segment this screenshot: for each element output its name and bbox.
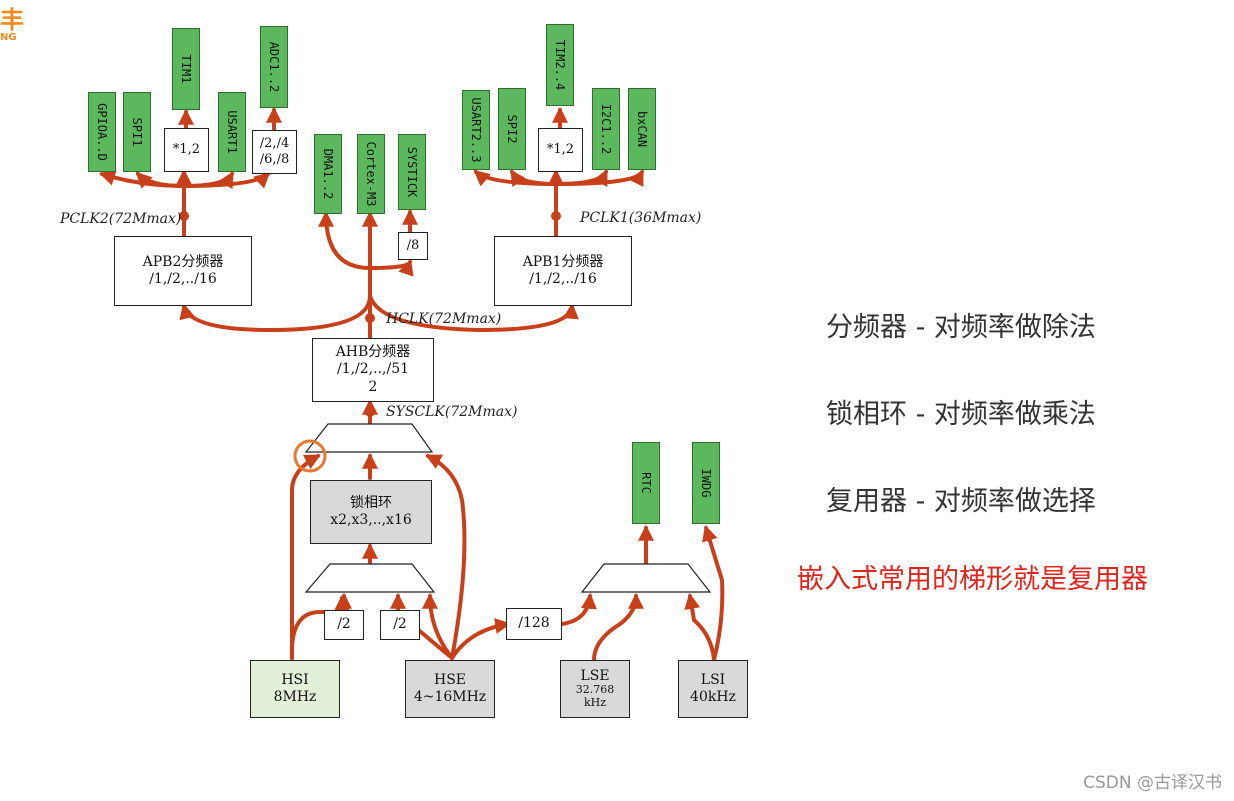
junction-hclk [365, 313, 375, 323]
apb2-prescaler: APB2分频器 /1,/2,../16 [114, 236, 252, 306]
hsi-source: HSI 8MHz [250, 660, 340, 718]
watermark: CSDN @古译汉书 [1083, 773, 1222, 793]
wire-hub-to-sysdiv [368, 258, 414, 277]
wire-hub-to-dma [318, 210, 372, 270]
note-divider: 分频器 - 对频率做除法 [826, 312, 1096, 343]
wire-hub-to-apb2 [179, 294, 372, 333]
periph-tim2: TIM2..4 [546, 24, 574, 106]
apb1-prescaler: APB1分频器 /1,/2,../16 [494, 236, 632, 306]
tim1-multiplier: *1,2 [164, 128, 209, 172]
hse-source: HSE 4~16MHz [405, 660, 495, 718]
periph-bxcan: bxCAN [628, 88, 656, 170]
periph-cortex: Cortex-M3 [357, 134, 385, 214]
periph-usart2: USART2..3 [462, 90, 490, 170]
hse-128-divider: /128 [506, 608, 562, 640]
adc-prescaler: /2,/4 /6,/8 [252, 130, 297, 174]
periph-spi2: SPI2 [498, 88, 526, 170]
pll-title: 锁相环 [350, 494, 392, 511]
note-mux: 复用器 - 对频率做选择 [826, 486, 1096, 517]
periph-gpio: GPIOA..D [88, 92, 116, 172]
wire-to-adcdiv [182, 171, 271, 189]
periph-spi1: SPI1 [123, 92, 151, 172]
note-trapezoid: 嵌入式常用的梯形就是复用器 [797, 564, 1148, 595]
pll-box: 锁相环 x2,x3,..,x16 [310, 480, 432, 544]
lsi-source: LSI 40kHz [678, 660, 748, 718]
wire-hse-to-mux [425, 454, 467, 660]
wire-lse-to-rtcmux [592, 592, 644, 662]
periph-tim1: TIM1 [172, 28, 200, 110]
wire-lsi-to-rtcmux [684, 592, 716, 662]
apb1-title: APB1分频器 [522, 253, 604, 270]
pclk1-label: PCLK1(36Mmax) [580, 210, 702, 226]
hsi-divider: /2 [324, 610, 364, 640]
logo-glyph: 丰 [0, 6, 24, 34]
apb2-title: APB2分频器 [142, 253, 224, 270]
rtc-mux [580, 563, 712, 593]
tim2-multiplier: *1,2 [538, 128, 583, 172]
periph-adc: ADC1..2 [260, 26, 288, 108]
periph-systick: SYSTICK [398, 134, 426, 210]
ahb-prescaler: AHB分频器 /1,/2,..,/51 2 [312, 338, 434, 402]
pll-values: x2,x3,..,x16 [330, 512, 412, 528]
wire-hub-to-apb1 [368, 294, 579, 333]
junction-dots [179, 211, 561, 417]
junction-sysclk [365, 407, 375, 417]
wire-to-spi1 [135, 171, 186, 189]
wire-hse-to-pllmux [422, 592, 454, 660]
periph-iwdg: IWDG [692, 442, 720, 524]
pll-source-mux [304, 563, 436, 593]
lse-source: LSE 32.768 kHz [560, 660, 630, 718]
pclk2-label: PCLK2(72Mmax) [60, 211, 182, 227]
periph-i2c: I2C1..2 [592, 88, 620, 170]
apb2-values: /1,/2,../16 [149, 271, 217, 287]
ahb-values-wrap: 2 [368, 378, 378, 395]
hclk-label: HCLK(72Mmax) [386, 311, 502, 327]
highlight-circle [293, 439, 327, 473]
apb1-values: /1,/2,../16 [529, 271, 597, 287]
systick-divider: /8 [398, 232, 428, 260]
logo: 丰 NG [0, 8, 24, 43]
wire-to-can [554, 169, 644, 188]
ahb-title: AHB分频器 [335, 343, 411, 360]
sysclk-label: SYSCLK(72Mmax) [386, 404, 518, 420]
junction-pclk1 [551, 211, 561, 221]
wire-hse-to-div128 [450, 618, 512, 660]
hse-divider: /2 [380, 610, 420, 640]
junction-pclk2 [179, 211, 189, 221]
wire-div128-to-rtcmux [560, 592, 597, 626]
wire-hsi-to-mux [290, 454, 321, 660]
periph-dma: DMA1..2 [314, 134, 342, 214]
periph-usart1: USART1 [218, 92, 246, 172]
wire-lsi-to-iwdg [702, 524, 725, 662]
ahb-values: /1,/2,..,/51 [336, 361, 410, 378]
logo-subtext: NG [0, 32, 17, 43]
periph-rtc: RTC [632, 442, 660, 524]
note-pll: 锁相环 - 对频率做乘法 [826, 399, 1096, 430]
sysclk-mux [304, 423, 434, 453]
